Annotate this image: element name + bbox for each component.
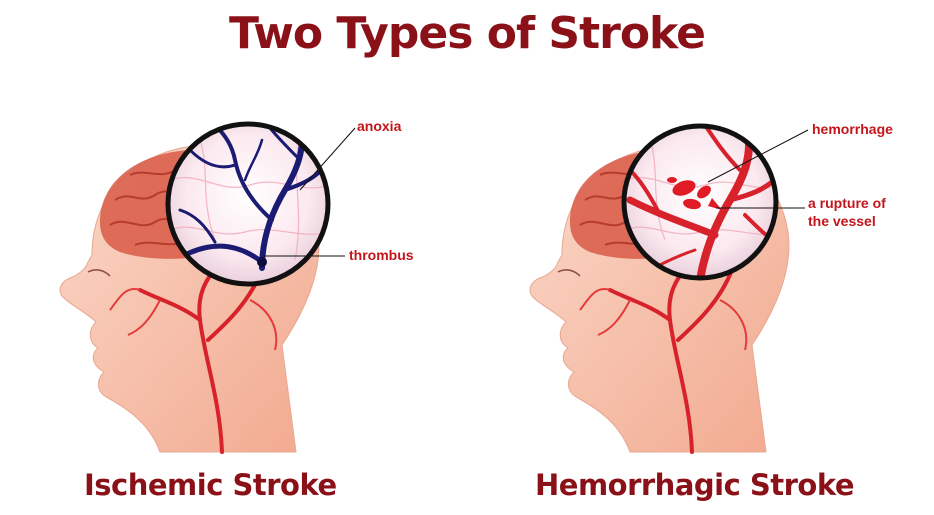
thrombus-clot [257,257,267,267]
label-anoxia: anoxia [357,117,401,135]
label-rupture-line1: a rupture of [808,194,886,212]
label-hemorrhage: hemorrhage [812,120,893,138]
ischemic-head [60,124,355,452]
caption-hemorrhagic-stroke: Hemorrhagic Stroke [535,468,854,502]
label-thrombus: thrombus [349,246,414,264]
caption-ischemic-stroke: Ischemic Stroke [84,468,337,502]
hemorrhagic-head [530,125,808,452]
label-rupture-line2: the vessel [808,212,876,230]
